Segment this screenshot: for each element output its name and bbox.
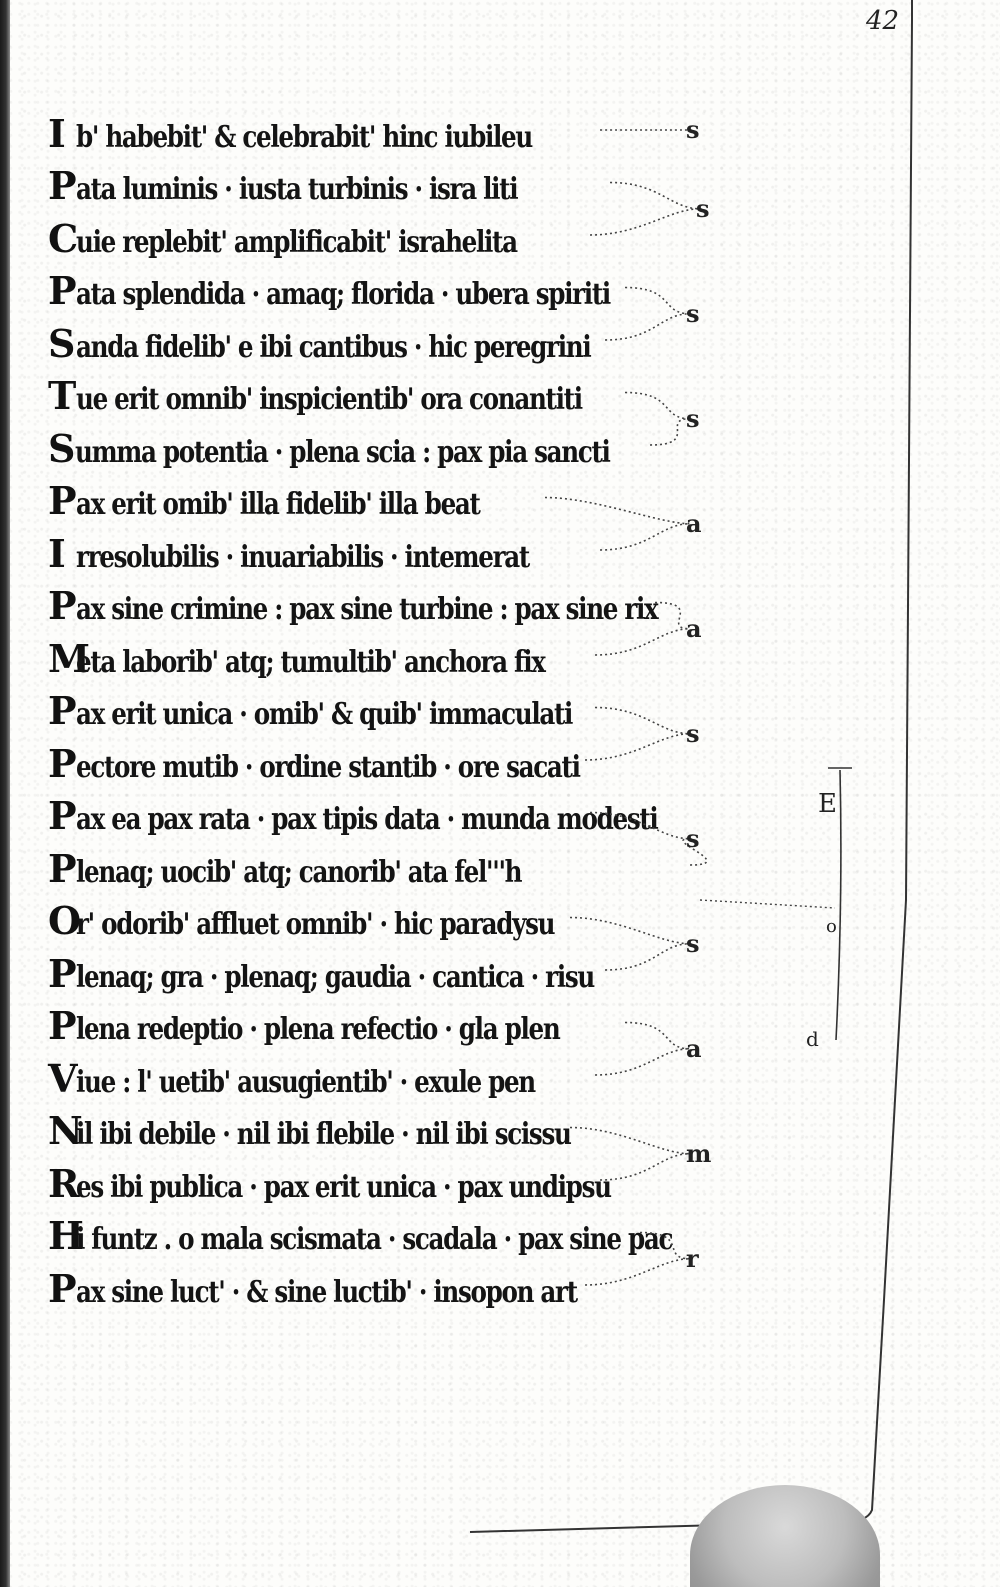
verse-text: ax sine luct' · & sine luctib' · insopon…	[76, 1274, 578, 1310]
verse-initial: H	[48, 1213, 84, 1258]
verse-initial: P	[48, 793, 77, 838]
verse-initial: P	[48, 268, 77, 313]
verse-initial: O	[48, 898, 82, 943]
verse-text: ax erit omib' illa fidelib' illa beat	[76, 487, 481, 522]
verse-initial: T	[48, 373, 77, 418]
verse-initial: N	[48, 1108, 83, 1153]
verse-initial: P	[48, 583, 77, 628]
verse-initial: S	[48, 320, 76, 366]
verse-text: umma potentia · plena scia : pax pia san…	[75, 434, 611, 470]
verse-text: i funtz . o mala scismata · scadala · pa…	[76, 1222, 673, 1257]
verse-text: ata splendida · amaq; florida · ubera sp…	[76, 277, 611, 312]
verse-text: ax ea pax rata · pax tipis data · munda …	[76, 802, 659, 837]
verse-initial: P	[48, 478, 77, 523]
verse-text: ata luminis · iusta turbinis · isra liti	[76, 172, 519, 207]
rhyme-tree-letter: o	[826, 916, 837, 937]
folio-number: 42	[866, 6, 900, 36]
thumb-photo-artifact	[690, 1485, 880, 1587]
verse-initial: P	[48, 1265, 77, 1311]
rhyme-tree-stem	[835, 769, 842, 1041]
verse-text: ax sine crimine : pax sine turbine : pax…	[76, 592, 659, 627]
verse-initial: S	[48, 425, 76, 471]
rhyme-tree-letter: d	[806, 1027, 819, 1051]
verse-text: uie replebit' amplificabit' israhelita	[76, 224, 518, 260]
verse-text: lenaq; uocib' atq; canorib' ata fel'''h	[76, 854, 523, 890]
verse-text: b' habebit' & celebrabit' hinc iubileu	[76, 119, 533, 155]
verse-text: il ibi debile · nil ibi flebile · nil ib…	[76, 1117, 572, 1152]
rhyme-tree-letter: E	[818, 789, 837, 819]
verse-text: iue : l' uetib' ausugientib' · exule pen	[76, 1064, 536, 1100]
verse-text: lenaq; gra · plenaq; gaudia · cantica · …	[76, 959, 595, 995]
verse-initial: M	[48, 635, 91, 681]
verse-text: ue erit omnib' inspicientib' ora conanti…	[76, 382, 583, 417]
verse-initial: P	[48, 1003, 77, 1048]
verse-text: ax erit unica · omib' & quib' immaculati	[76, 697, 573, 732]
verse-text: rresolubilis · inuariabilis · intemerat	[76, 539, 530, 575]
verse-initial: P	[48, 163, 77, 208]
verse-text: es ibi publica · pax erit unica · pax un…	[76, 1169, 612, 1205]
verse-text: ectore mutib · ordine stantib · ore saca…	[76, 749, 581, 785]
verse-initial: P	[48, 950, 77, 996]
verse-initial: C	[48, 215, 79, 261]
verse-initial: V	[48, 1055, 78, 1101]
verse-initial: P	[48, 845, 77, 891]
verse-initial: P	[48, 740, 77, 786]
verse-text: lena redeptio · plena refectio · gla ple…	[76, 1012, 561, 1047]
verse-initial: I	[48, 110, 66, 156]
verse-initial: R	[48, 1160, 80, 1206]
verse-text: r' odorib' affluet omnib' · hic paradysu	[76, 907, 556, 942]
verse-text: eta laborib' atq; tumultib' anchora fix	[76, 644, 546, 680]
verse-initial: I	[48, 530, 66, 576]
rhyme-tree-link	[699, 899, 836, 909]
verse-initial: P	[48, 688, 77, 733]
verse-text: anda fidelib' e ibi cantibus · hic pereg…	[76, 329, 592, 365]
binding-edge	[0, 0, 10, 1587]
